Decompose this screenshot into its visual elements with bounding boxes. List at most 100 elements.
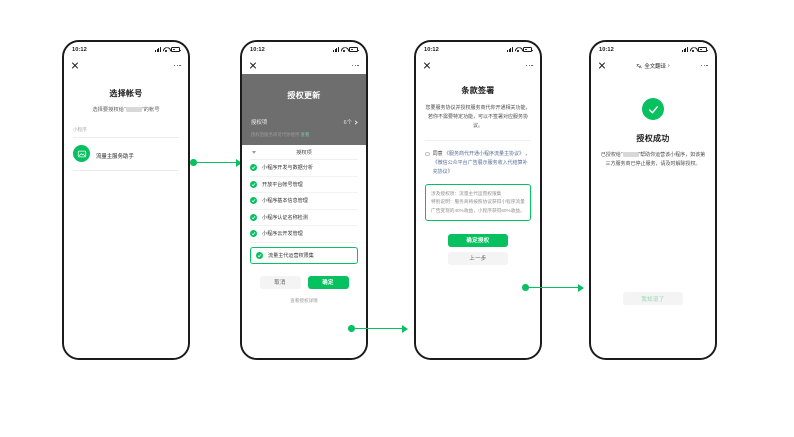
status-time: 10:12 [424, 46, 439, 53]
nav-bar [416, 57, 540, 74]
chevron-right-icon [353, 119, 358, 125]
close-icon[interactable] [423, 62, 430, 69]
battery-icon [349, 47, 359, 52]
confirm-authorize-button[interactable]: 确定授权 [448, 233, 508, 247]
permission-row[interactable]: 开放平台帐号管理 [250, 177, 358, 193]
translate-arrow: › [667, 62, 670, 69]
arrow-head [578, 283, 584, 292]
avatar [73, 145, 90, 163]
phone-terms-signing: 10:12 条款签署 您要服务协议并授权服务商代你开通相关功能，若你不需要特定功… [414, 40, 542, 360]
translate-label: 全文翻译 [644, 63, 666, 70]
more-icon[interactable] [525, 64, 533, 67]
auth-note-text: 授权后服务商可代你使用 [251, 132, 300, 137]
permission-row[interactable]: 小程序云开发管理 [250, 226, 358, 243]
check-icon [250, 213, 257, 221]
action-button-stack: 确定授权 上一步 [425, 233, 531, 265]
radio-icon[interactable] [425, 151, 430, 157]
more-icon[interactable] [351, 64, 359, 67]
permission-label: 小程序云开发管理 [262, 231, 303, 238]
agreement-separator: 、 [524, 151, 531, 158]
auth-items-label: 授权项 [251, 120, 268, 126]
permission-row[interactable]: 小程序认证名称检测 [250, 210, 358, 226]
more-icon[interactable] [700, 64, 708, 67]
translate-page-button[interactable]: 全文翻译 › [591, 62, 715, 70]
agreement-text: 同意 《服务商代开通小程序流量主协议》 、《微信公众平台广告展示服务收入代结算补… [433, 150, 531, 177]
arrow-dot [348, 325, 355, 332]
check-icon [250, 180, 257, 188]
battery-icon [523, 47, 533, 52]
info-box-line-1: 涉及授权项：流量主代运营权限集 [431, 191, 502, 197]
agreement-link-1[interactable]: 《服务商代开通小程序流量主协议》 [443, 151, 524, 158]
arrow-head [236, 158, 242, 167]
status-bar: 10:12 [242, 42, 366, 57]
subtitle-suffix: ”的帐号 [141, 107, 160, 113]
action-button-bar: 取消 确定 [250, 275, 358, 289]
auth-header-panel: 授权更新 授权项 6个 授权后服务商可代你使用 查看 [242, 74, 366, 145]
highlighted-info-box: 涉及授权项：流量主代运营权限集 特别说明：服务商将按照协议获得小程序流量广告变现… [425, 184, 531, 221]
auth-note-link[interactable]: 查看 [300, 132, 310, 137]
translate-icon [636, 63, 642, 69]
more-icon[interactable] [173, 64, 181, 67]
previous-step-button[interactable]: 上一步 [448, 251, 508, 265]
arrow-dot [190, 159, 197, 166]
arrow-line [354, 327, 402, 330]
redacted-name [125, 106, 142, 112]
page-title: 条款签署 [461, 86, 495, 95]
view-auth-detail-link[interactable]: 查看授权详情 [290, 297, 318, 303]
flow-arrow-1 [190, 158, 242, 167]
info-box-line-2: 特别说明：服务商将按照协议获得小程序流量广告变现的40%收益，小程序获得60%收… [431, 199, 525, 213]
arrow-head [402, 324, 408, 333]
wifi-icon [163, 47, 169, 52]
account-list-item[interactable]: 流量主服务助手 [73, 138, 179, 170]
permission-row-highlighted[interactable]: 流量主代运营权限集 [250, 246, 358, 264]
wifi-icon [341, 47, 347, 52]
phone-auth-update: 10:12 授权更新 授权项 6个 [240, 40, 368, 360]
subtitle-prefix: 选择要授权给“ [92, 107, 126, 113]
auth-items-row[interactable]: 授权项 6个 [251, 118, 358, 126]
status-time: 10:12 [599, 46, 614, 53]
close-icon[interactable] [71, 62, 78, 69]
status-bar: 10:12 [416, 42, 540, 57]
signal-icon [155, 47, 161, 52]
page-title: 授权成功 [636, 134, 670, 143]
permission-label: 开放平台帐号管理 [262, 181, 303, 188]
close-icon[interactable] [249, 62, 256, 69]
flow-arrow-3 [522, 283, 584, 292]
permission-list-header[interactable]: 授权项 [250, 145, 358, 160]
check-icon [250, 164, 257, 172]
check-icon [250, 197, 257, 205]
acknowledge-button[interactable]: 我知道了 [623, 292, 683, 305]
agreement-prefix: 同意 [432, 151, 444, 158]
permission-row[interactable]: 小程序基本信息管理 [250, 193, 358, 210]
agreement-consent-row[interactable]: 同意 《服务商代开通小程序流量主协议》 、《微信公众平台广告展示服务收入代结算补… [425, 140, 531, 177]
desc-prefix: 已授权给“ [600, 152, 623, 158]
permission-label: 流量主代运营权限集 [268, 252, 314, 259]
page-subtitle: 选择要授权给“ ”的帐号 [73, 106, 179, 113]
arrow-line [528, 286, 578, 289]
wifi-icon [690, 47, 696, 52]
signal-icon [507, 47, 513, 52]
status-bar: 10:12 [64, 42, 188, 57]
nav-bar: 全文翻译 › [591, 57, 715, 74]
terms-description: 您要服务协议并授权服务商代你开通相关功能，若你不需要特定功能，可以不签署对应服务… [425, 105, 531, 129]
cancel-button[interactable]: 取消 [259, 275, 301, 289]
confirm-button[interactable]: 确定 [307, 275, 349, 289]
status-bar: 10:12 [591, 42, 715, 57]
success-description: 已授权给“”帮助你运营该小程序，如该第三方服务商已停止服务，请及时解除授权。 [600, 151, 706, 169]
auth-items-count: 6个 [343, 120, 352, 126]
permission-label: 小程序基本信息管理 [262, 198, 308, 205]
account-name: 流量主服务助手 [96, 153, 134, 160]
permission-label: 小程序认证名称检测 [262, 214, 308, 221]
check-icon [250, 230, 257, 238]
arrow-dot [522, 284, 529, 291]
flow-arrow-2 [348, 324, 408, 333]
divider [73, 137, 179, 138]
auth-note: 授权后服务商可代你使用 查看 [251, 132, 357, 138]
redacted-name [622, 151, 639, 157]
check-icon [256, 251, 263, 259]
agreement-link-2[interactable]: 《微信公众平台广告展示服务收入代结算补充协议》 [432, 160, 528, 176]
permission-row[interactable]: 小程序开发与数据分析 [250, 160, 358, 177]
page-title: 选择帐号 [109, 89, 143, 98]
phone-select-account: 10:12 选择帐号 选择要授权给“”的帐号 小程序 [62, 40, 190, 360]
